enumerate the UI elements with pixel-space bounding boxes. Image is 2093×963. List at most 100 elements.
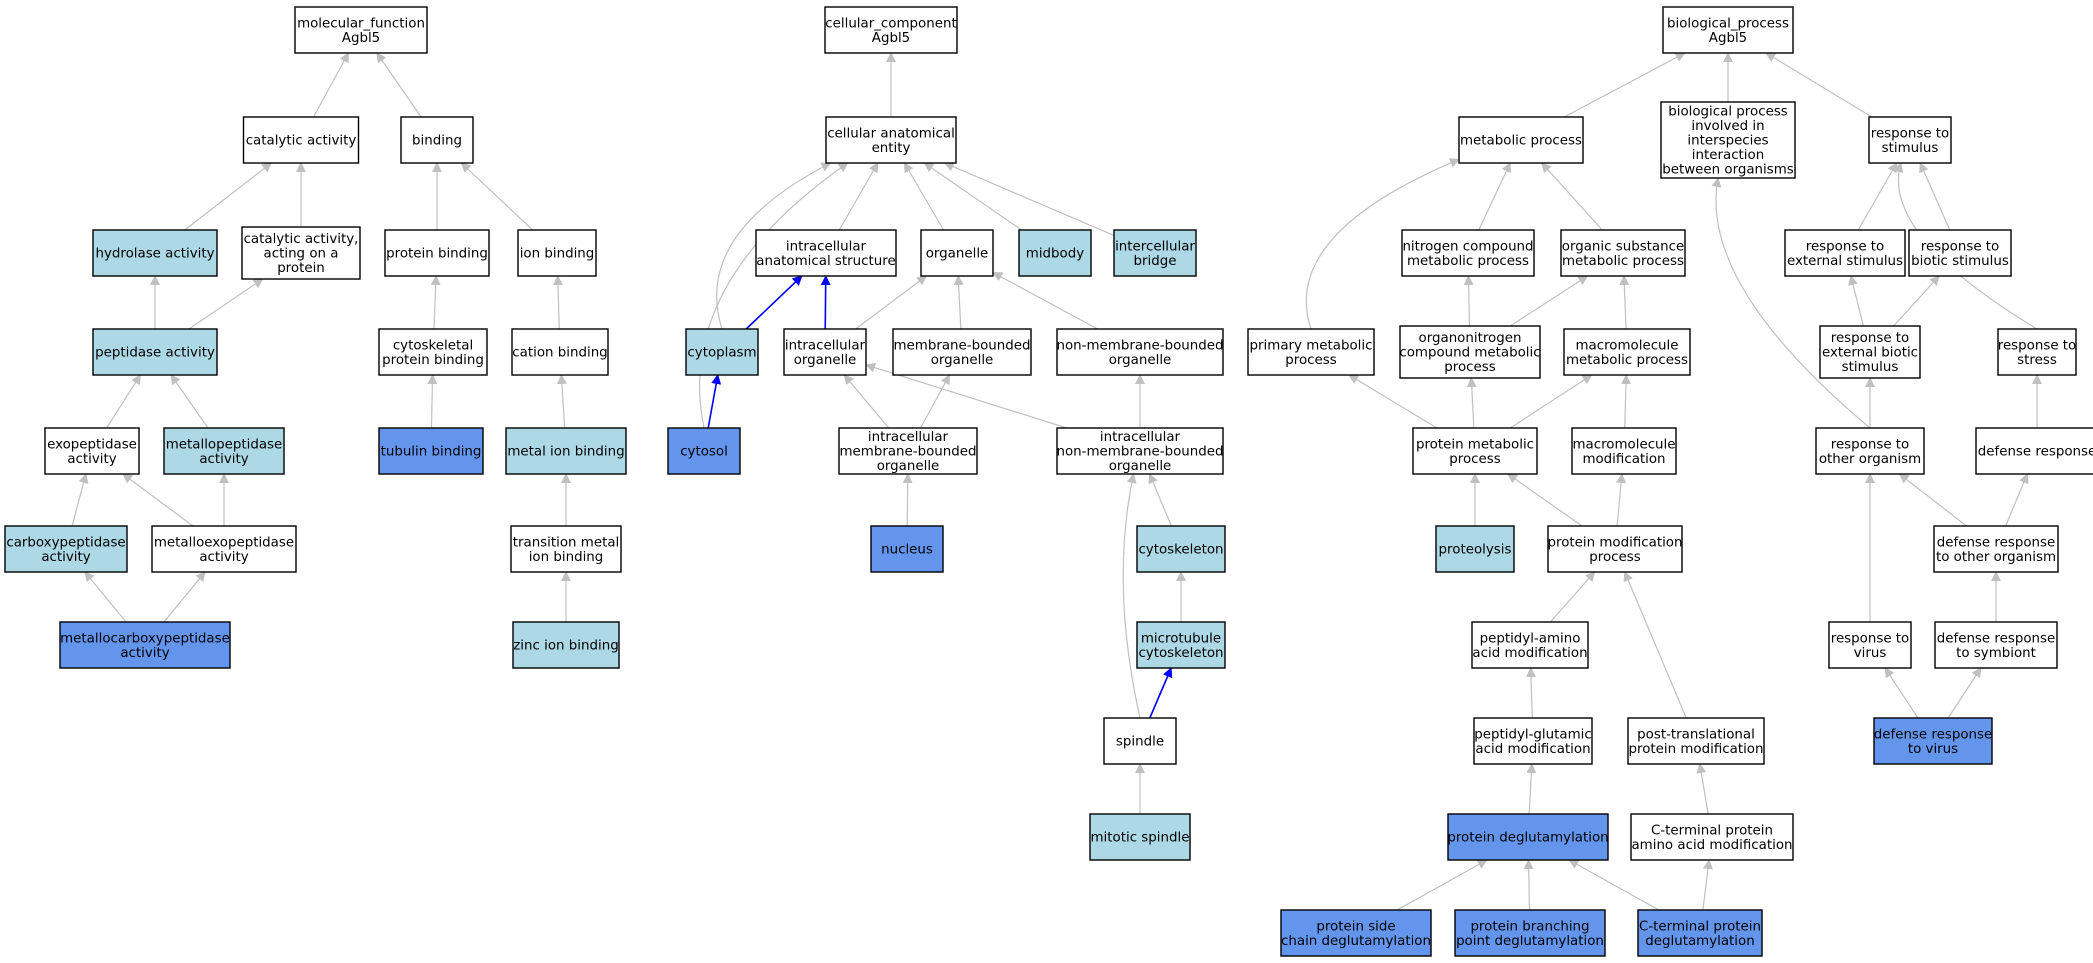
edge-binding-to-mf bbox=[376, 52, 422, 118]
edge-peptidyl_glutamic-to-peptidyl_amino bbox=[1526, 667, 1536, 719]
node-label-line: post-translational bbox=[1637, 727, 1755, 742]
node-box bbox=[511, 328, 609, 376]
node-label-line: other organism bbox=[1819, 452, 1921, 467]
go-term-node-cytoskeleton[interactable]: cytoskeleton bbox=[1136, 525, 1226, 573]
edge-resp_biotic-to-resp_stimulus bbox=[1919, 162, 1951, 231]
node-box bbox=[1933, 525, 2059, 573]
go-term-node-hydrolase[interactable]: hydrolase activity bbox=[92, 229, 218, 277]
go-term-node-binding[interactable]: binding bbox=[400, 116, 474, 164]
node-label-line: protein branching bbox=[1470, 919, 1589, 934]
go-term-node-cytosol[interactable]: cytosol bbox=[667, 427, 741, 475]
go-term-node-nucleus[interactable]: nucleus bbox=[870, 525, 944, 573]
node-label-line: mitotic spindle bbox=[1091, 831, 1190, 846]
go-term-node-defense-response[interactable]: defense response bbox=[1975, 427, 2093, 475]
edge-peptidase-to-cat_protein bbox=[188, 278, 264, 330]
go-term-node-catalytic[interactable]: catalytic activity bbox=[242, 116, 360, 164]
edge-catalytic-to-mf bbox=[313, 52, 349, 118]
node-label-line: interaction bbox=[1692, 148, 1764, 163]
go-term-node-mitotic-spindle[interactable]: mitotic spindle bbox=[1089, 813, 1191, 861]
go-term-node-spindle[interactable]: spindle bbox=[1103, 717, 1177, 765]
node-box bbox=[1458, 116, 1584, 164]
node-label-line: organelle bbox=[926, 247, 989, 262]
go-term-node-tubulin-binding[interactable]: tubulin binding bbox=[378, 427, 484, 475]
go-term-node-protein-binding[interactable]: protein binding bbox=[384, 229, 490, 277]
go-term-node-proteolysis[interactable]: proteolysis bbox=[1435, 525, 1515, 573]
node-box bbox=[92, 328, 218, 376]
node-box bbox=[1627, 717, 1765, 765]
node-label-line: to symbiont bbox=[1956, 646, 2036, 661]
node-label-line: spindle bbox=[1116, 735, 1164, 750]
node-box bbox=[1103, 717, 1177, 765]
node-label-line: intracellular bbox=[786, 239, 867, 254]
edge-protein_metabolic-to-organonitrogen bbox=[1466, 377, 1477, 429]
node-label-line: cytosol bbox=[680, 445, 728, 460]
node-label-line: amino acid modification bbox=[1631, 838, 1792, 853]
node-label-line: C-terminal protein bbox=[1639, 919, 1761, 934]
edge-metal_ion_binding-to-cation_binding bbox=[556, 374, 567, 429]
go-term-node-cytoplasm[interactable]: cytoplasm bbox=[685, 328, 759, 376]
go-term-node-protein-deglut[interactable]: protein deglutamylation bbox=[1447, 813, 1609, 861]
edge-cytoskeletal_pb-to-protein_binding bbox=[430, 275, 441, 330]
go-term-node-metabolic[interactable]: metabolic process bbox=[1458, 116, 1584, 164]
edge-ion_binding-to-binding bbox=[460, 162, 533, 231]
go-term-node-midbody[interactable]: midbody bbox=[1018, 229, 1092, 277]
node-label-line: chain deglutamylation bbox=[1281, 934, 1431, 949]
go-term-node-ion-binding[interactable]: ion binding bbox=[517, 229, 597, 277]
edge-side_chain_deglut-to-protein_deglut bbox=[1396, 859, 1488, 911]
go-term-node-cation-binding[interactable]: cation binding bbox=[511, 328, 609, 376]
go-term-node-zinc-ion-binding[interactable]: zinc ion binding bbox=[512, 621, 620, 669]
go-term-node-metal-ion-binding[interactable]: metal ion binding bbox=[505, 427, 627, 475]
go-term-node-peptidase[interactable]: peptidase activity bbox=[92, 328, 218, 376]
go-term-node-intracell-nmbo[interactable]: intracellularnon-membrane-boundedorganel… bbox=[1056, 427, 1224, 475]
node-label-line: defense response bbox=[1937, 535, 2055, 550]
node-label-line: defense response bbox=[1874, 727, 1992, 742]
node-label-line: protein bbox=[277, 261, 325, 276]
go-term-node-organelle[interactable]: organelle bbox=[920, 229, 994, 277]
